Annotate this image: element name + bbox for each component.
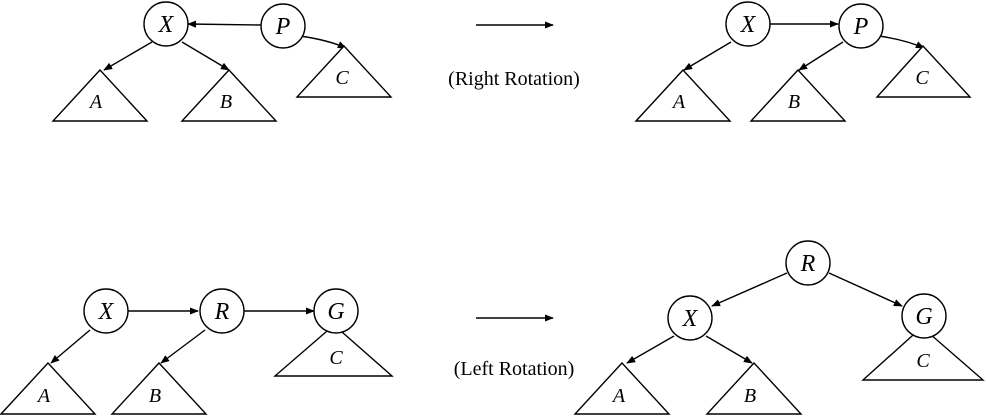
subtree-b — [705, 361, 803, 415]
panel-right-after: A B C X P — [634, 1, 972, 122]
node-x — [143, 1, 189, 47]
node-r-label: R — [800, 251, 816, 277]
node-x-label: X — [682, 306, 699, 332]
node-x-label: X — [158, 12, 175, 38]
edge-r-to-g — [828, 272, 903, 307]
edge-p-to-c — [878, 35, 925, 49]
edge-x-to-a — [103, 41, 153, 71]
subtree-b — [749, 68, 847, 122]
subtree-c-label: C — [916, 350, 930, 372]
edge-x-to-b — [181, 41, 230, 71]
node-x — [725, 1, 771, 47]
panel-right-before: A B C X P — [51, 1, 393, 122]
subtree-a-label: A — [671, 91, 686, 113]
edge-x-to-a — [683, 41, 732, 71]
edge-r-to-b — [160, 329, 206, 364]
subtree-b-label: B — [149, 385, 161, 407]
node-x-label: X — [98, 299, 115, 325]
subtree-c-label: C — [329, 347, 343, 369]
caption-left-rotation: (Left Rotation) — [454, 358, 575, 380]
subtree-a-label: A — [88, 91, 103, 113]
node-r-label: R — [214, 299, 230, 325]
node-p — [260, 3, 306, 49]
subtree-a-label: A — [611, 385, 626, 407]
node-x — [667, 295, 713, 341]
node-g-label: G — [327, 299, 344, 325]
subtree-b — [180, 68, 278, 122]
subtree-b-label: B — [220, 91, 232, 113]
subtree-b-label: B — [744, 385, 756, 407]
node-p — [838, 3, 884, 49]
node-p-label: P — [853, 14, 869, 40]
edge-x-to-b — [705, 335, 753, 364]
subtree-c — [273, 324, 394, 377]
subtree-c — [875, 44, 972, 98]
subtree-a — [573, 361, 671, 415]
edge-x-to-a — [626, 335, 675, 364]
node-g — [313, 288, 359, 334]
subtree-a — [0, 361, 97, 415]
edge-p-to-x — [187, 20, 263, 28]
panel-left-before: A B C X R G — [0, 288, 394, 415]
subtree-c — [861, 326, 985, 381]
node-r — [199, 288, 245, 334]
node-x-label: X — [740, 12, 757, 38]
subtree-c-label: C — [335, 67, 349, 89]
subtree-c-label: C — [915, 67, 929, 89]
subtree-b-label: B — [788, 91, 800, 113]
node-r — [785, 240, 831, 286]
node-g — [901, 293, 947, 339]
subtree-a — [51, 68, 149, 122]
subtree-a-label: A — [36, 385, 51, 407]
caption-right-rotation: (Right Rotation) — [448, 68, 580, 90]
node-p-label: P — [275, 14, 291, 40]
edge-x-to-a — [50, 329, 91, 364]
node-x — [83, 288, 129, 334]
subtree-a — [634, 68, 732, 122]
panel-left-after: A B C R X G — [573, 240, 985, 415]
edge-p-to-c — [299, 35, 347, 49]
subtree-b — [110, 361, 208, 415]
subtree-c — [295, 44, 393, 98]
edge-p-to-b — [798, 41, 844, 71]
node-g-label: G — [915, 304, 932, 330]
edge-r-to-x — [711, 272, 788, 307]
